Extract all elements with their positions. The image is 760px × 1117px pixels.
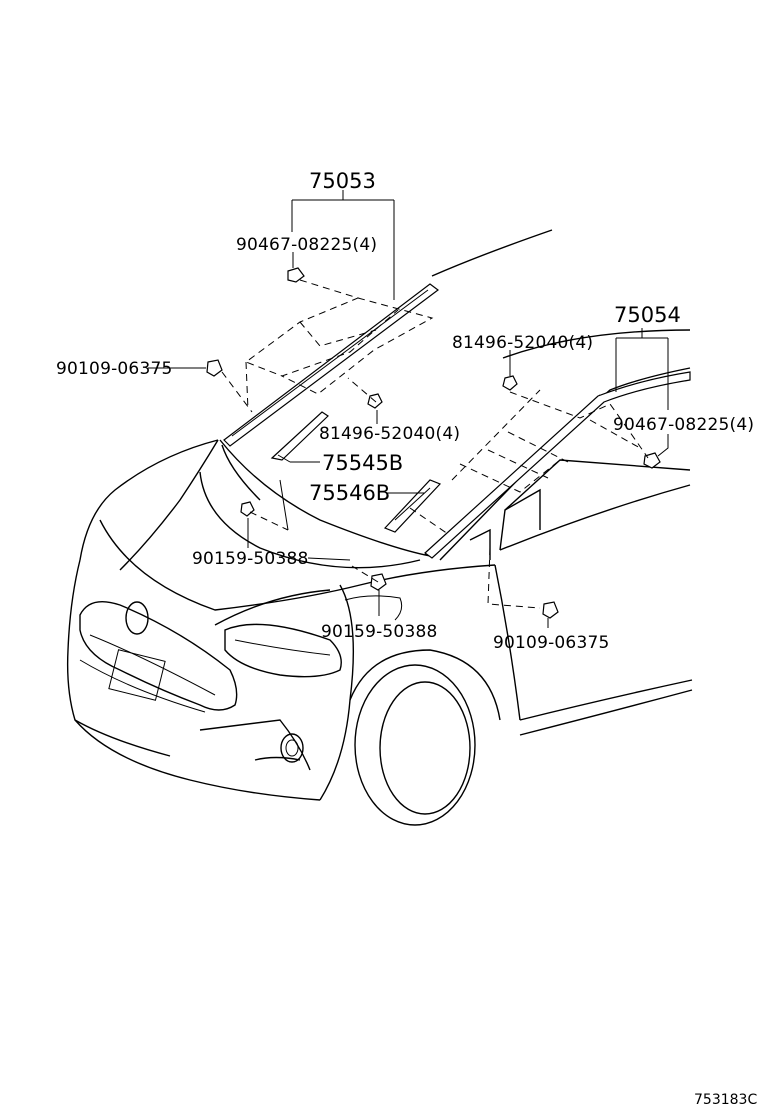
figure-code: 753183C <box>694 1092 757 1108</box>
clip-90467-top-icon <box>287 267 305 283</box>
roof-drip-moulding-75054 <box>424 371 691 559</box>
clip-90467-right-icon <box>643 452 661 469</box>
cowl-side-cover-75546B <box>383 479 442 533</box>
screw-90159-mid-icon <box>370 573 387 591</box>
label-90467-right: 90467-08225(4) <box>613 415 754 435</box>
cowl-side-cover-75545B <box>270 411 329 463</box>
installation-dashed-lines <box>221 279 649 609</box>
label-90109-left: 90109-06375 <box>56 359 173 379</box>
screw-90109-left-icon <box>206 359 223 377</box>
label-90159-mid: 90159-50388 <box>321 622 438 642</box>
label-81496-center: 81496-52040(4) <box>319 424 460 444</box>
screw-90109-right-icon <box>542 601 559 619</box>
roof-drip-moulding-75053 <box>223 283 439 447</box>
leader-lines <box>148 190 669 628</box>
label-75546B: 75546B <box>309 481 390 505</box>
label-90467-top: 90467-08225(4) <box>236 235 377 255</box>
label-90109-right: 90109-06375 <box>493 633 610 653</box>
label-75054: 75054 <box>614 303 681 327</box>
label-90159-left: 90159-50388 <box>192 549 309 569</box>
screw-90159-left-icon <box>240 501 255 517</box>
car-body-drawing <box>66 229 693 826</box>
clip-81496-right-icon <box>502 375 518 391</box>
label-75053: 75053 <box>309 169 376 193</box>
label-81496-right: 81496-52040(4) <box>452 333 593 353</box>
label-75545B: 75545B <box>322 451 403 475</box>
